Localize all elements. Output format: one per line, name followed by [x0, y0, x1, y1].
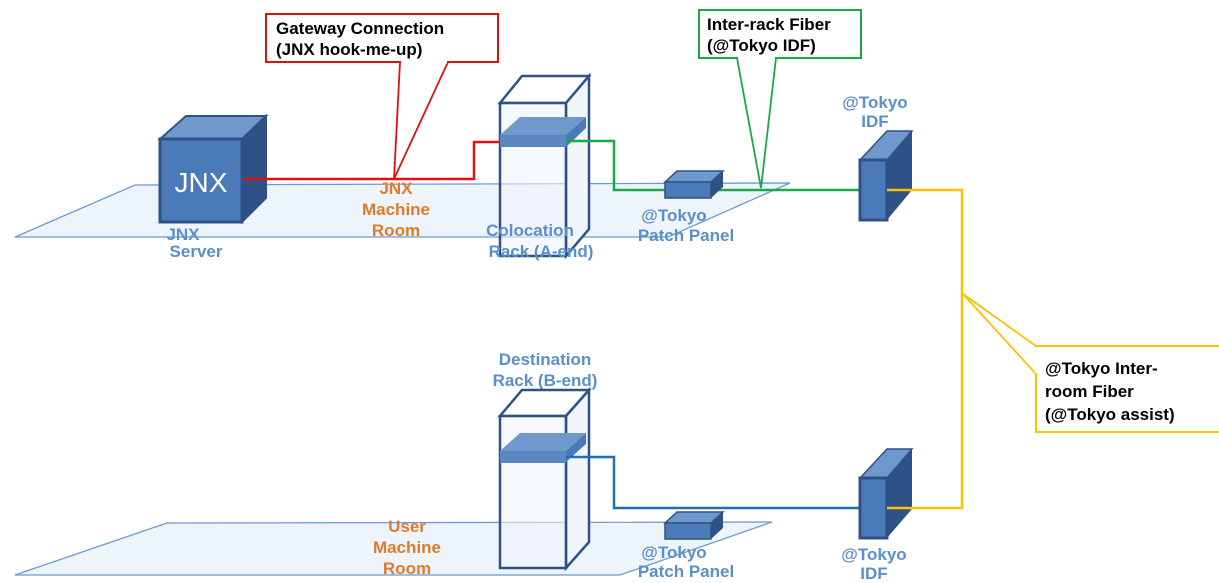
destination-rack-label-2: Rack (B-end) — [493, 371, 598, 390]
jnx-server-text: JNX — [175, 167, 228, 198]
jnx-room-label-3: Room — [372, 221, 420, 240]
jnx-room-label-2: Machine — [362, 200, 430, 219]
destination-rack-icon — [497, 386, 592, 572]
patch-panel-bottom-icon — [663, 511, 725, 540]
jnx-server-label-2: Server — [170, 242, 223, 261]
user-room-label-3: Room — [383, 559, 431, 578]
idf-top-label-2: IDF — [861, 112, 888, 131]
interroom-callout-line-1: @Tokyo Inter- — [1045, 359, 1158, 378]
interroom-callout-pointer — [962, 293, 1037, 377]
jnx-server-icon: JNX — [157, 113, 269, 225]
interrack-callout-line-1: Inter-rack Fiber — [707, 15, 831, 34]
gateway-callout-line-1: Gateway Connection — [276, 19, 444, 38]
patch-panel-bottom-label-2: Patch Panel — [638, 562, 734, 581]
patch-panel-bottom-label-1: @Tokyo — [641, 543, 706, 562]
colocation-rack-label-1: Colocation — [486, 221, 574, 240]
gateway-callout-line-2: (JNX hook-me-up) — [276, 40, 422, 59]
interrack-callout-pointer — [735, 57, 778, 189]
user-room-label-1: User — [388, 517, 426, 536]
gateway-callout-box — [265, 13, 499, 63]
gateway-callout-pointer — [393, 61, 450, 180]
interrack-callout-line-2: (@Tokyo IDF) — [707, 36, 816, 55]
idf-top-label-1: @Tokyo — [842, 93, 907, 112]
inter-room-fiber-line — [887, 188, 964, 510]
user-connection-line — [566, 455, 860, 510]
user-room-label-2: Machine — [373, 538, 441, 557]
jnx-server-label-1: JNX — [166, 225, 200, 244]
destination-rack-label-1: Destination — [499, 350, 592, 369]
colocation-rack-label-2: Rack (A-end) — [489, 242, 594, 261]
patch-panel-top-label-2: Patch Panel — [638, 226, 734, 245]
interroom-callout-line-3: (@Tokyo assist) — [1045, 405, 1175, 424]
interroom-callout-line-2: room Fiber — [1045, 382, 1134, 401]
gateway-connection-line — [243, 140, 500, 181]
patch-panel-top-label-1: @Tokyo — [641, 206, 706, 225]
idf-bottom-label-2: IDF — [860, 564, 887, 583]
interroom-callout-box — [1035, 345, 1219, 433]
idf-bottom-label-1: @Tokyo — [841, 545, 906, 564]
inter-rack-fiber-line — [566, 139, 860, 192]
colocation-rack-icon — [497, 72, 592, 260]
idf-top-icon — [858, 130, 914, 222]
patch-panel-top-icon — [663, 170, 725, 199]
idf-bottom-icon — [858, 448, 914, 540]
jnx-room-label-1: JNX — [379, 179, 413, 198]
interrack-callout-box — [698, 9, 862, 59]
